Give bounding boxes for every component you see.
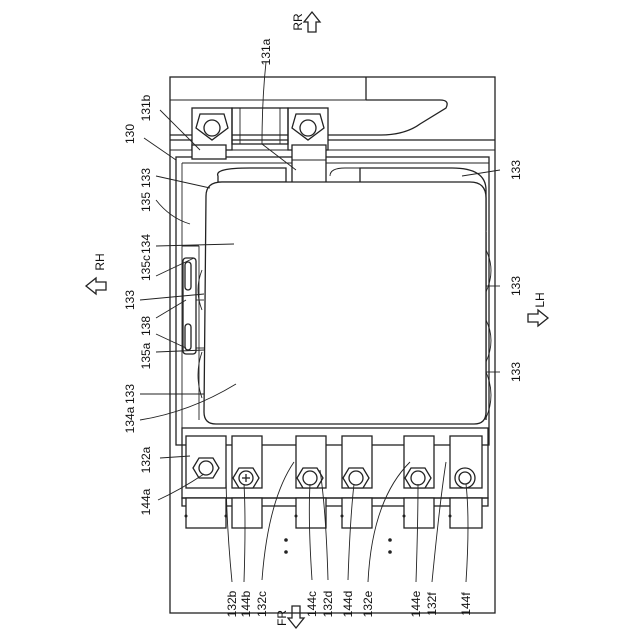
arrow-down-icon (288, 606, 304, 628)
label-133-top: 133 (139, 168, 153, 188)
direction-rr-label: RR (291, 13, 305, 31)
label-132f: 132f (425, 592, 439, 616)
label-131a: 131a (259, 38, 273, 65)
label-138: 138 (139, 316, 153, 336)
cell-body-134 (204, 182, 486, 424)
label-144d: 144d (341, 591, 355, 618)
busbars-132 (185, 436, 483, 554)
label-133-right-top: 133 (509, 160, 523, 180)
label-144b: 144b (239, 590, 253, 617)
label-130: 130 (123, 124, 137, 144)
label-132b: 132b (225, 590, 239, 617)
direction-lh-label: LH (533, 292, 547, 307)
terminal-block (182, 428, 488, 506)
label-144c: 144c (305, 591, 319, 617)
label-135c: 135c (139, 255, 153, 281)
label-144f: 144f (459, 592, 473, 616)
label-132e: 132e (361, 590, 375, 617)
arrow-left-icon (86, 278, 106, 294)
label-133-right-mid: 133 (509, 276, 523, 296)
label-133-right-low: 133 (509, 362, 523, 382)
label-134: 134 (139, 234, 153, 254)
label-132a: 132a (139, 446, 153, 473)
label-133-low: 133 (123, 384, 137, 404)
label-135: 135 (139, 192, 153, 212)
label-131b: 131b (139, 94, 153, 121)
label-132d: 132d (321, 591, 335, 618)
arrow-up-icon (304, 12, 320, 32)
label-134a: 134a (123, 406, 137, 433)
label-132c: 132c (255, 591, 269, 617)
direction-fr-label: FR (275, 610, 289, 626)
label-144a: 144a (139, 488, 153, 515)
label-135a: 135a (139, 342, 153, 369)
label-133-mid: 133 (123, 290, 137, 310)
direction-rh-label: RH (93, 253, 107, 270)
arrow-right-icon (528, 310, 548, 326)
label-144e: 144e (409, 590, 423, 617)
